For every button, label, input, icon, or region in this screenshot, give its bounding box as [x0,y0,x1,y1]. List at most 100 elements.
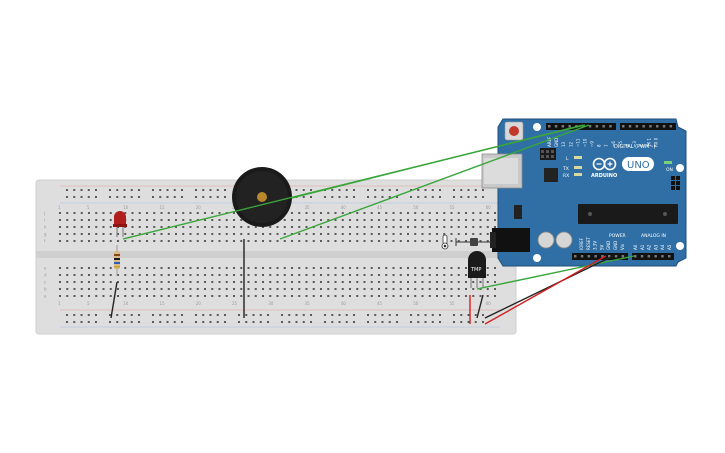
header-pin [608,255,611,258]
rail-hole [396,196,398,198]
rail-hole [224,321,226,323]
power-header [572,253,628,260]
rail-hole [410,314,412,316]
breadboard-hole [204,295,206,297]
breadboard-hole [131,267,134,269]
column-label: 1 [58,301,61,306]
breadboard-hole [240,267,243,269]
rail-hole [73,314,76,316]
breadboard-hole [356,288,359,290]
breadboard-hole [349,281,351,283]
breadboard-hole [486,226,489,228]
breadboard-hole [80,226,83,228]
breadboard-hole [225,281,228,283]
breadboard-hole [247,274,250,276]
rail-hole [345,196,348,198]
breadboard-hole [370,240,373,242]
breadboard-hole [211,212,214,214]
pin-label: 4 [625,144,630,147]
breadboard-hole [399,295,402,297]
breadboard-hole [153,226,156,228]
breadboard-hole [167,274,170,276]
breadboard-hole [378,219,380,221]
breadboard-hole [392,295,395,297]
column-label: 20 [196,205,202,210]
breadboard-hole [283,240,286,242]
breadboard-hole [196,295,199,297]
rail-hole [202,189,205,191]
rail-hole [130,196,133,198]
breadboard-hole [414,288,417,290]
breadboard-hole [465,281,467,283]
breadboard-hole [182,240,185,242]
breadboard-hole [479,281,482,283]
breadboard-hole [291,240,293,242]
breadboard-hole [131,212,134,214]
column-label: 15 [160,301,166,306]
rail-hole [367,196,369,198]
breadboard-hole [291,288,293,290]
breadboard-hole [428,233,431,235]
breadboard-hole [378,274,380,276]
breadboard-hole [421,274,424,276]
breadboard-hole [327,281,330,283]
breadboard-hole [102,226,105,228]
breadboard-hole [305,212,308,214]
breadboard-hole [247,240,250,242]
breadboard-hole [204,219,206,221]
breadboard-hole [138,212,141,214]
analog-header [632,253,674,260]
breadboard-hole [436,281,438,283]
rail-hole [410,321,412,323]
breadboard-hole [341,219,344,221]
breadboard-hole [421,219,424,221]
rail-hole [388,196,391,198]
breadboard-hole [175,288,177,290]
breadboard-hole [320,295,322,297]
breadboard-hole [218,288,221,290]
breadboard-hole [320,233,322,235]
pin-label: GND [606,241,611,250]
breadboard-hole [204,240,206,242]
breadboard-hole [291,212,293,214]
column-label: 60 [486,205,492,210]
rail-hole [109,321,111,323]
rail-hole [345,314,348,316]
wire-green-sensor [476,255,635,290]
breadboard-hole [414,233,417,235]
rail-hole [195,314,197,316]
breadboard-hole [167,288,170,290]
reset-button-cap[interactable] [509,126,519,136]
breadboard-hole [131,233,134,235]
breadboard-hole [254,233,257,235]
breadboard-hole [146,212,148,214]
breadboard-hole [182,219,185,221]
header-pin [614,255,618,258]
rail-hole [87,321,90,323]
arduino-logo-icon [592,157,617,171]
red-led [113,211,127,237]
breadboard-hole [370,267,373,269]
rail-hole [424,314,427,316]
breadboard-hole [218,219,221,221]
breadboard-hole [472,295,475,297]
breadboard-hole [486,281,489,283]
breadboard-hole [457,274,460,276]
rail-hole [123,314,126,316]
breadboard-hole [88,288,90,290]
breadboard-hole [95,267,98,269]
breadboard-hole [392,267,395,269]
breadboard-hole [276,267,279,269]
header-pin [580,255,584,258]
breadboard-hole [349,240,351,242]
header-pin [628,125,632,128]
breadboard-hole [465,212,467,214]
breadboard-hole [291,274,293,276]
breadboard-hole [305,233,308,235]
breadboard-hole [218,233,221,235]
breadboard-hole [312,274,315,276]
breadboard-hole [124,281,127,283]
slider-icon[interactable] [455,238,492,246]
pin-label: A4 [660,244,665,250]
breadboard-hole [407,295,409,297]
